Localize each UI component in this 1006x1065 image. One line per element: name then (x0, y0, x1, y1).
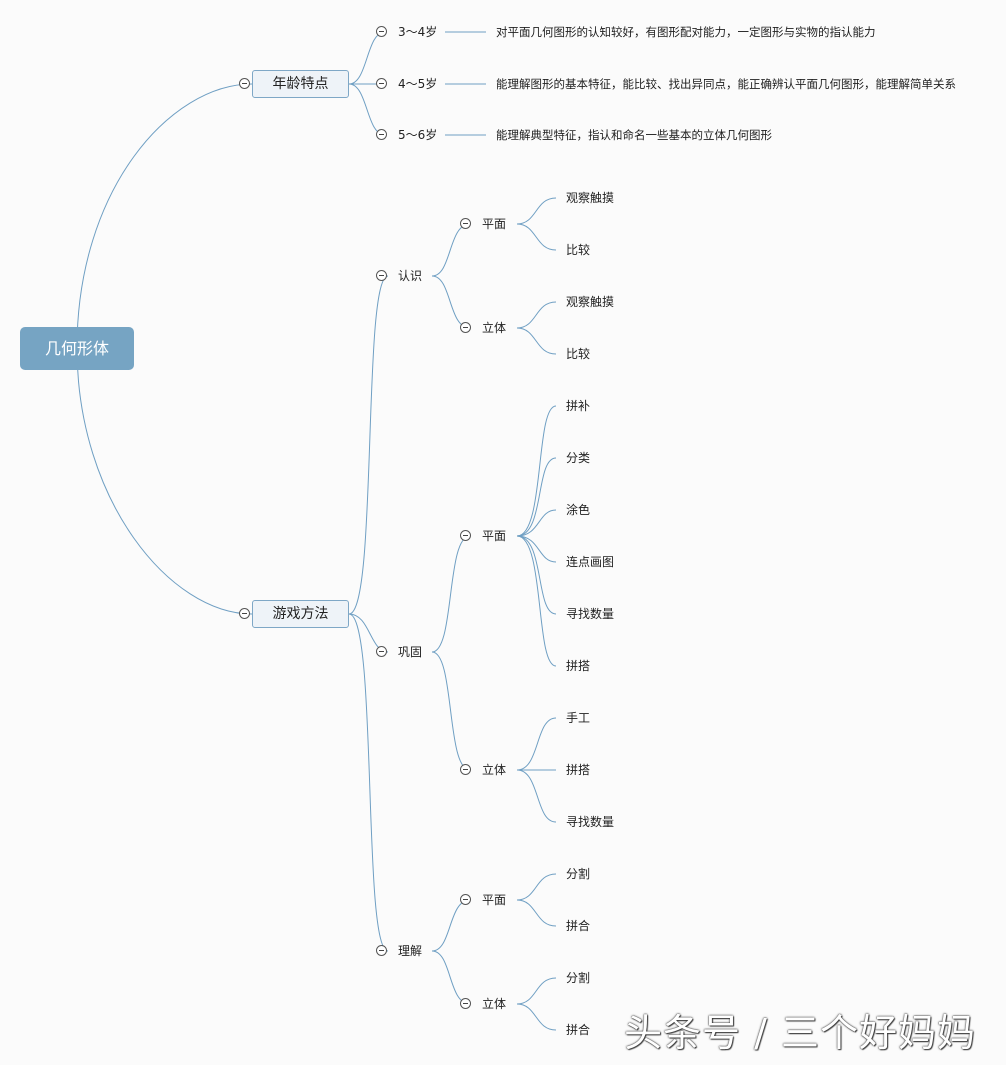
node-consolidate-solid[interactable]: 立体 (482, 763, 507, 777)
node-recognize-plane[interactable]: 平面 (482, 217, 507, 231)
node-recognize[interactable]: 认识 (398, 269, 423, 283)
collapse-icon[interactable] (460, 530, 471, 541)
leaf-node[interactable]: 手工 (566, 711, 591, 725)
topic-age-features[interactable]: 年龄特点 (252, 70, 349, 98)
leaf-node[interactable]: 拼搭 (566, 763, 591, 777)
leaf-node[interactable]: 分类 (566, 451, 591, 465)
leaf-node[interactable]: 拼合 (566, 1023, 591, 1037)
collapse-icon[interactable] (239, 608, 250, 619)
age-node-4-5[interactable]: 4～5岁 (398, 77, 438, 91)
collapse-icon[interactable] (239, 78, 250, 89)
node-recognize-solid[interactable]: 立体 (482, 321, 507, 335)
age-node-5-6[interactable]: 5～6岁 (398, 128, 438, 142)
leaf-node[interactable]: 寻找数量 (566, 815, 615, 829)
collapse-icon[interactable] (376, 78, 387, 89)
link-understand-plane (431, 899, 471, 952)
collapse-icon[interactable] (460, 322, 471, 333)
leaf-node[interactable]: 比较 (566, 347, 591, 361)
link-game-recognize (348, 275, 389, 615)
link-root-game (76, 347, 253, 615)
leaf-node[interactable]: 连点画图 (566, 555, 615, 569)
leaf-node[interactable]: 分割 (566, 971, 591, 985)
watermark: 头条号 / 三个好妈妈 (624, 1011, 976, 1055)
leaf-node[interactable]: 拼合 (566, 919, 591, 933)
node-consolidate-plane[interactable]: 平面 (482, 529, 507, 543)
leaf-node[interactable]: 观察触摸 (566, 295, 615, 309)
node-understand-plane[interactable]: 平面 (482, 893, 507, 907)
topic-game-methods[interactable]: 游戏方法 (252, 600, 349, 628)
collapse-icon[interactable] (460, 894, 471, 905)
collapse-icon[interactable] (376, 26, 387, 37)
leaf-node[interactable]: 涂色 (566, 503, 591, 517)
node-understand[interactable]: 理解 (398, 944, 423, 958)
leaf-node[interactable]: 拼补 (566, 399, 591, 413)
collapse-icon[interactable] (460, 218, 471, 229)
node-consolidate[interactable]: 巩固 (398, 645, 423, 659)
link-root-age (76, 83, 253, 349)
age-desc-3-4[interactable]: 对平面几何图形的认知较好，有图形配对能力，一定图形与实物的指认能力 (496, 25, 876, 39)
link-consolidate-solid (431, 651, 471, 771)
leaf-node[interactable]: 分割 (566, 867, 591, 881)
link-age-3 (348, 83, 386, 136)
collapse-icon[interactable] (376, 945, 387, 956)
age-desc-4-5[interactable]: 能理解图形的基本特征，能比较、找出异同点，能正确辨认平面几何图形，能理解简单关系 (496, 77, 956, 91)
collapse-icon[interactable] (460, 764, 471, 775)
collapse-icon[interactable] (376, 129, 387, 140)
leaf-node[interactable]: 观察触摸 (566, 191, 615, 205)
root-node[interactable]: 几何形体 (20, 327, 134, 370)
link-consolidate-plane (431, 535, 471, 653)
age-node-3-4[interactable]: 3～4岁 (398, 25, 438, 39)
leaf-node[interactable]: 比较 (566, 243, 591, 257)
leaf-node[interactable]: 拼搭 (566, 659, 591, 673)
collapse-icon[interactable] (376, 646, 387, 657)
link-recognize-plane (431, 223, 471, 277)
link-recognize-solid (431, 275, 471, 329)
collapse-icon[interactable] (376, 270, 387, 281)
leaf-node[interactable]: 寻找数量 (566, 607, 615, 621)
link-understand-solid (431, 950, 471, 1005)
age-desc-5-6[interactable]: 能理解典型特征，指认和命名一些基本的立体几何图形 (496, 128, 772, 142)
collapse-icon[interactable] (460, 998, 471, 1009)
node-understand-solid[interactable]: 立体 (482, 997, 507, 1011)
link-game-understand (348, 613, 389, 952)
link-age-1 (348, 31, 386, 85)
